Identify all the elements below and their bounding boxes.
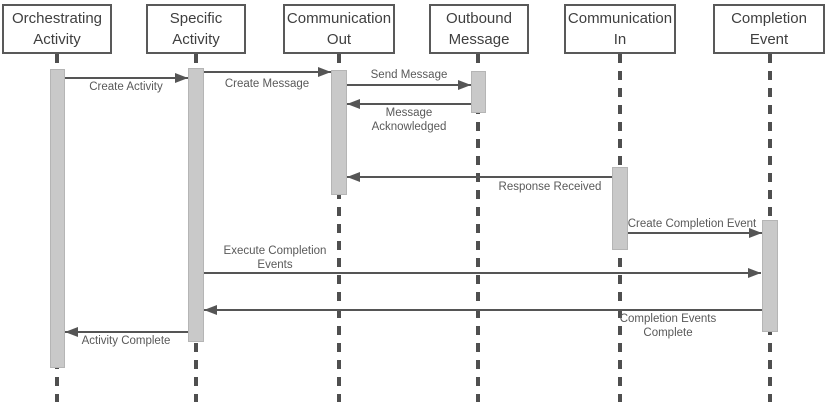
label-send-message: Send Message <box>370 69 448 81</box>
arrow-create-completion-event <box>628 228 762 238</box>
label-create-completion-event: Create Completion Event <box>627 218 757 230</box>
actor-label: Communication In <box>567 10 673 48</box>
actor-label: Completion Event <box>731 10 807 48</box>
arrow-response-received <box>347 172 612 182</box>
label-message-acknowledged: Message Acknowledged <box>371 107 447 133</box>
arrowhead-right-icon <box>749 228 762 238</box>
lifeline-communication-out <box>337 54 341 402</box>
arrow-activity-complete <box>65 327 188 337</box>
lifeline-outbound-message <box>476 54 480 402</box>
label-activity-complete: Activity Complete <box>81 335 171 347</box>
label-execute-completion-events: Execute Completion Events <box>223 245 327 271</box>
arrow-create-message <box>204 67 331 77</box>
actor-label: Orchestrating Activity <box>11 10 103 48</box>
actor-label: Communication Out <box>286 10 392 48</box>
arrow-execute-completion-events <box>204 268 761 278</box>
arrow-completion-events-complete <box>204 305 762 315</box>
actor-label: Specific Activity <box>169 10 223 48</box>
actor-label: Outbound Message <box>446 10 512 48</box>
activation-outbound-message <box>471 71 486 113</box>
arrowhead-left-icon <box>347 99 360 109</box>
arrowhead-right-icon <box>748 268 761 278</box>
label-response-received: Response Received <box>498 181 602 193</box>
activation-communication-out <box>331 70 347 195</box>
actor-box-outbound-message: Outbound Message <box>429 4 529 54</box>
activation-orchestrating-activity <box>50 69 65 368</box>
label-create-activity: Create Activity <box>89 81 163 93</box>
arrow-message-acknowledged <box>347 99 471 109</box>
arrowhead-right-icon <box>458 80 471 90</box>
arrowhead-left-icon <box>347 172 360 182</box>
activation-completion-event <box>762 220 778 332</box>
label-completion-events-complete: Completion Events Complete <box>619 313 717 339</box>
arrowhead-right-icon <box>175 73 188 83</box>
arrow-create-activity <box>65 73 188 83</box>
actor-box-communication-out: Communication Out <box>283 4 395 54</box>
arrowhead-left-icon <box>65 327 78 337</box>
arrowhead-right-icon <box>318 67 331 77</box>
label-create-message: Create Message <box>224 78 310 90</box>
arrowhead-left-icon <box>204 305 217 315</box>
activation-communication-in <box>612 167 628 250</box>
arrow-send-message <box>347 80 471 90</box>
actor-box-completion-event: Completion Event <box>713 4 825 54</box>
actor-box-orchestrating-activity: Orchestrating Activity <box>2 4 112 54</box>
actor-box-communication-in: Communication In <box>564 4 676 54</box>
actor-box-specific-activity: Specific Activity <box>146 4 246 54</box>
activation-specific-activity <box>188 68 204 342</box>
